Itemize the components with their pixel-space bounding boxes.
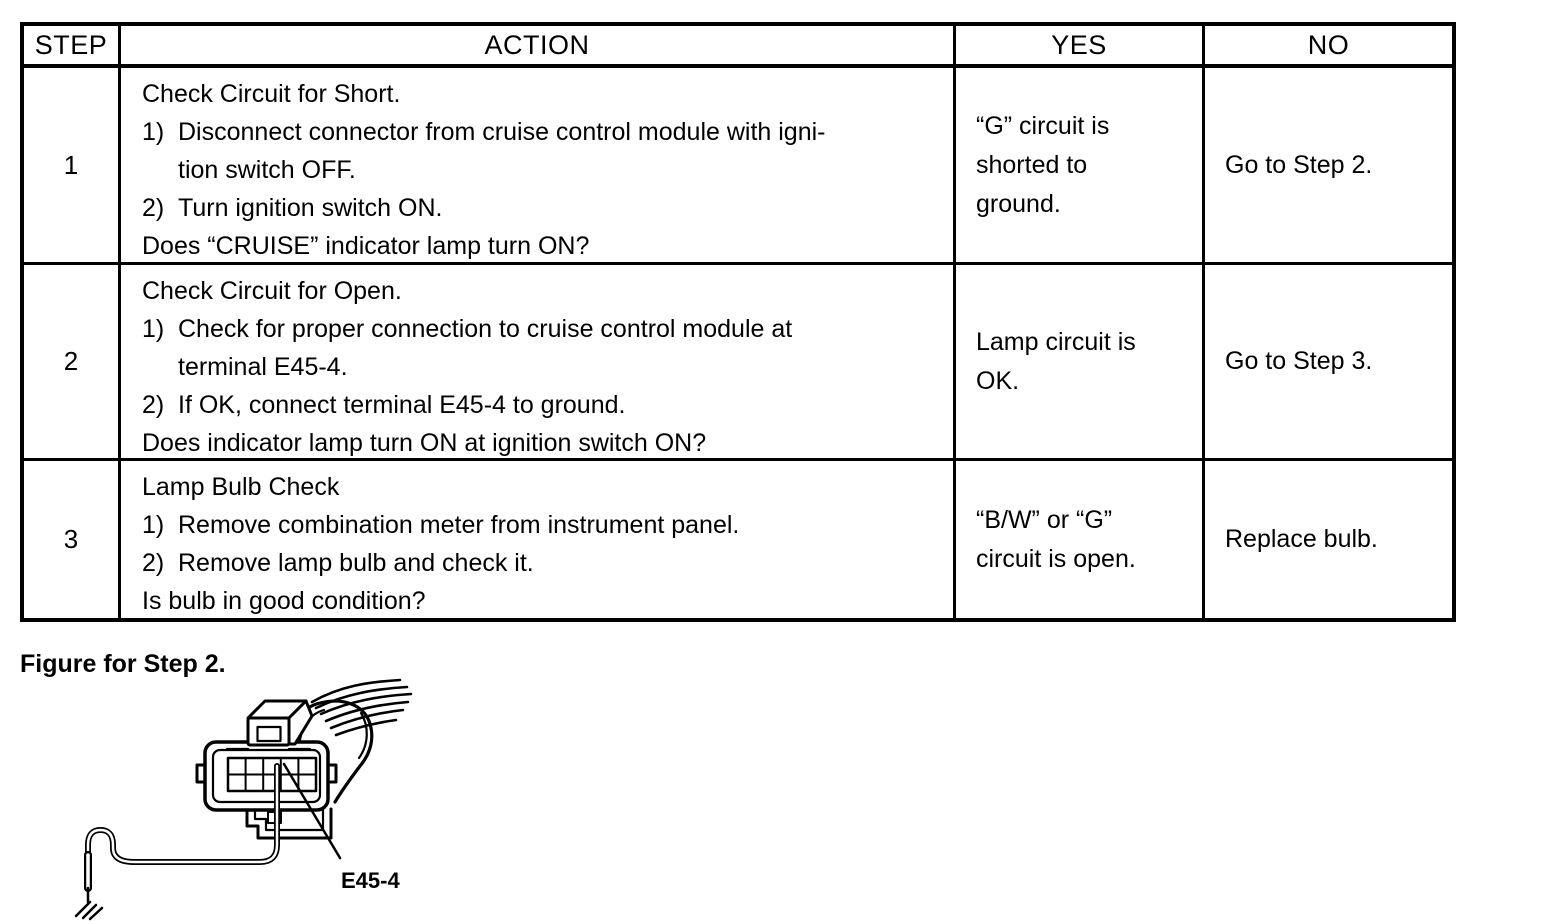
action-cell: Check Circuit for Short.1)Disconnect con… (121, 68, 956, 265)
ground-symbol (74, 900, 104, 921)
lock-tab (225, 699, 314, 751)
col-header-yes: YES (956, 26, 1205, 68)
col-header-no: NO (1205, 26, 1452, 68)
terminal-grid (226, 756, 318, 793)
yes-cell: “B/W” or “G”circuit is open. (956, 461, 1205, 618)
terminal-label: E45-4 (341, 868, 400, 893)
step-number: 2 (24, 265, 121, 461)
wire-bundle (310, 678, 413, 737)
col-header-step: STEP (24, 26, 121, 68)
leader-line (282, 762, 342, 860)
no-cell: Replace bulb. (1225, 525, 1378, 553)
step-number: 1 (24, 68, 121, 265)
step-number: 3 (24, 461, 121, 618)
col-header-action: ACTION (121, 26, 956, 68)
connector-face (203, 740, 330, 812)
no-cell: Go to Step 2. (1205, 68, 1452, 265)
connector-diagram: E45-4 (74, 678, 413, 921)
jumper-wire (84, 763, 280, 904)
no-cell: Go to Step 3. (1205, 265, 1452, 461)
action-cell: Check Circuit for Open.1)Check for prope… (121, 265, 956, 461)
figure-caption: Figure for Step 2. (20, 650, 226, 678)
